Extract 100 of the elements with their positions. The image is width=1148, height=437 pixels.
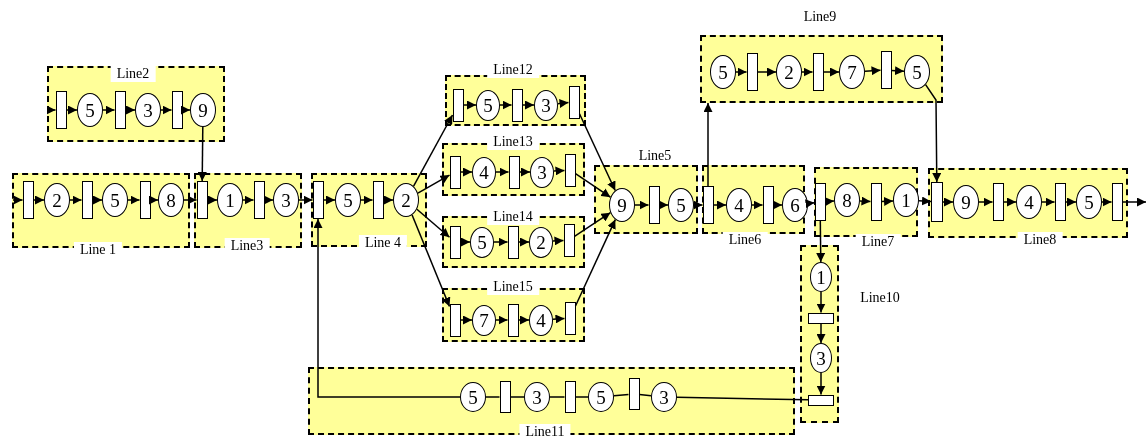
- machine-circle: 3: [135, 93, 161, 127]
- machine-circle: 9: [609, 188, 635, 222]
- line-label: Line12: [487, 62, 539, 78]
- arrow: [578, 113, 616, 192]
- buffer-bar: [507, 303, 519, 337]
- buffer-bar: [808, 394, 834, 406]
- arrow: [197, 126, 207, 182]
- line-label: Line11: [519, 424, 571, 437]
- buffer-bar: [1111, 183, 1123, 221]
- line-label: Line2: [110, 66, 156, 82]
- machine-circle: 5: [77, 93, 103, 127]
- machine-circle: 6: [782, 188, 808, 222]
- buffer-bar: [564, 381, 576, 413]
- machine-circle: 1: [217, 183, 243, 217]
- connector-line: [485, 396, 501, 398]
- buffer-bar: [507, 225, 519, 259]
- arrow: [822, 67, 840, 77]
- buffer-bar: [452, 88, 464, 122]
- machine-circle: 3: [651, 382, 677, 412]
- arrow: [735, 67, 748, 77]
- line-label: Line15: [487, 279, 539, 295]
- buffer-bar: [196, 181, 208, 219]
- buffer-bar: [762, 186, 774, 224]
- arrow: [553, 166, 566, 176]
- buffer-bar: [628, 378, 640, 410]
- arrow: [181, 105, 191, 115]
- buffer-bar: [511, 88, 523, 122]
- machine-circle: 2: [529, 226, 553, 258]
- arrow: [703, 102, 713, 187]
- connector-line: [613, 393, 630, 397]
- buffer-bar: [81, 181, 93, 219]
- buffer-bar: [499, 381, 511, 413]
- arrow: [65, 105, 78, 115]
- arrow: [46, 105, 57, 115]
- arrow: [313, 218, 461, 398]
- line-label: Line14: [487, 209, 539, 225]
- arrow: [816, 322, 826, 344]
- arrow: [552, 314, 566, 324]
- arrow: [495, 315, 509, 325]
- machine-circle: 4: [529, 304, 553, 336]
- arrow: [805, 199, 816, 209]
- buffer-bar: [808, 312, 834, 324]
- buffer-bar: [702, 186, 714, 224]
- machine-circle: 3: [534, 89, 558, 121]
- machine-circle: 3: [530, 156, 554, 188]
- arrow: [890, 66, 905, 76]
- arrow: [712, 200, 727, 210]
- arrow: [521, 100, 535, 110]
- arrow: [382, 195, 394, 205]
- buffer-bar: [55, 91, 67, 129]
- arrow: [360, 195, 374, 205]
- arrow: [206, 195, 218, 205]
- arrow: [412, 114, 454, 187]
- connector-line: [574, 396, 589, 398]
- arrow: [864, 66, 882, 76]
- machine-circle: 9: [190, 93, 216, 127]
- machine-circle: 9: [953, 185, 979, 219]
- arrow: [552, 236, 565, 246]
- arrow: [557, 99, 570, 108]
- machine-circle: 5: [460, 382, 486, 412]
- arrow: [416, 208, 451, 239]
- buffer-bar: [931, 182, 943, 222]
- arrow: [322, 195, 336, 205]
- arrow: [459, 315, 473, 325]
- buffer-bar: [449, 303, 461, 337]
- buffer-bar: [312, 181, 324, 219]
- arrow: [634, 200, 650, 210]
- arrow: [880, 196, 894, 206]
- machine-circle: 7: [472, 304, 496, 336]
- arrow: [183, 195, 198, 205]
- arrow: [459, 167, 473, 177]
- arrow: [816, 372, 826, 396]
- arrow: [517, 237, 530, 247]
- arrow: [942, 197, 954, 207]
- connector-line: [638, 393, 652, 397]
- buffer-bar: [171, 91, 183, 129]
- arrow: [573, 211, 612, 238]
- arrow: [518, 167, 531, 177]
- machine-circle: 4: [472, 156, 496, 188]
- arrow: [149, 195, 159, 205]
- arrow: [462, 100, 477, 110]
- arrow: [756, 67, 777, 77]
- machine-circle: 2: [44, 183, 70, 217]
- machine-circle: 5: [904, 55, 930, 89]
- machine-circle: 3: [273, 183, 299, 217]
- arrow: [12, 195, 24, 205]
- machine-circle: 8: [158, 183, 184, 217]
- arrow: [102, 105, 116, 115]
- arrow: [978, 197, 994, 207]
- buffer-bar: [992, 183, 1004, 221]
- buffer-bar: [563, 223, 575, 257]
- buffer-bar: [449, 225, 461, 259]
- arrow: [69, 195, 83, 205]
- buffer-bar: [564, 301, 576, 335]
- machine-circle: 5: [470, 226, 494, 258]
- machine-circle: 5: [335, 183, 361, 217]
- arrow: [160, 105, 173, 115]
- arrow: [263, 195, 274, 205]
- arrow: [417, 174, 451, 194]
- machine-circle: 7: [839, 55, 865, 89]
